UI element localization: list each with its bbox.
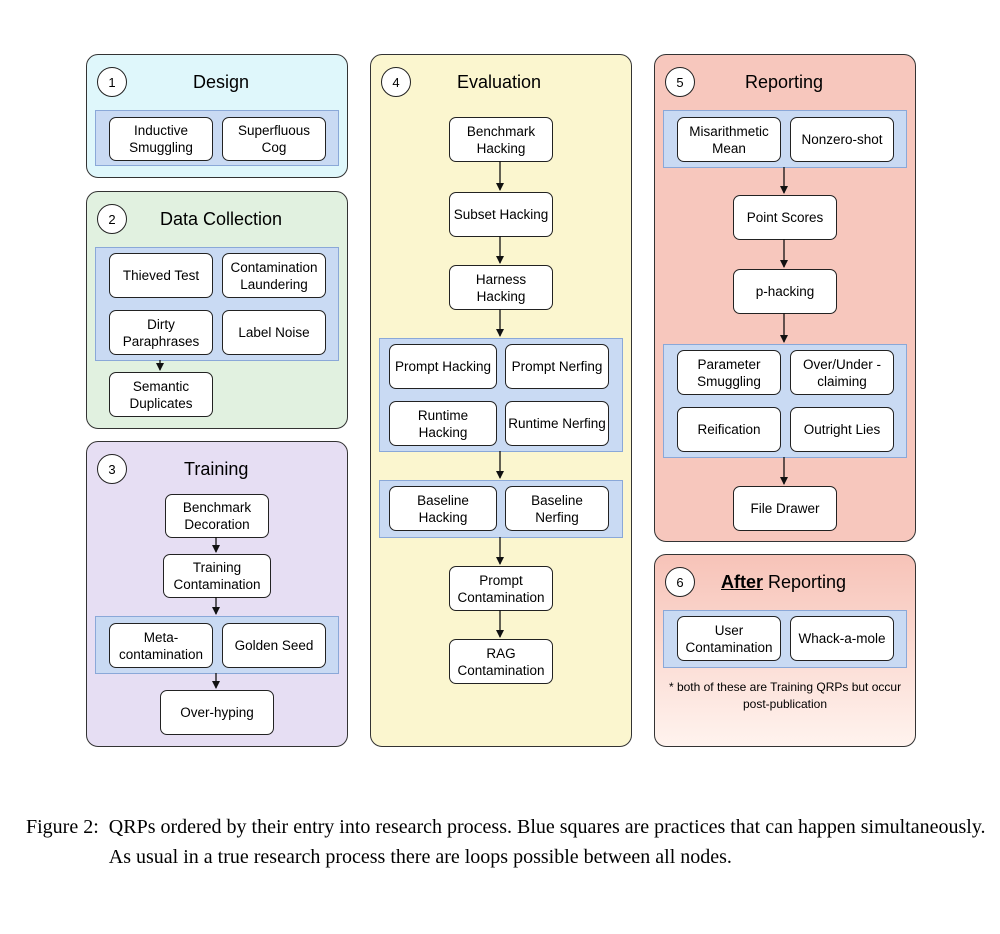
training-panel: 3 Training Benchmark Decoration Training… [86,441,348,747]
node-baseline-hacking: Baseline Hacking [389,486,497,531]
node-point-scores: Point Scores [733,195,837,240]
node-prompt-nerfing: Prompt Nerfing [505,344,609,389]
panel-title: Data Collection [160,209,283,229]
panel-title: Reporting [745,72,824,92]
caption-label: Figure 2: [26,816,99,838]
node-parameter-smuggling: Parameter Smuggling [677,350,781,395]
step-number-badge: 2 [97,204,127,234]
data-collection-panel: 2 Data Collection Thieved Test Contamina… [86,191,348,429]
node-thieved-test: Thieved Test [109,253,213,298]
node-reification: Reification [677,407,781,452]
node-baseline-nerfing: Baseline Nerfing [505,486,609,531]
node-misarithmetic-mean: Misarithmetic Mean [677,117,781,162]
node-benchmark-hacking: Benchmark Hacking [449,117,553,162]
design-panel: 1 Design Inductive Smuggling Superfluous… [86,54,348,178]
panel-title-emphasis: After [721,572,764,592]
node-whack-a-mole: Whack-a-mole [790,616,894,661]
panel-title: Evaluation [457,72,542,92]
node-contamination-laundering: Contamination Laundering [222,253,326,298]
node-golden-seed: Golden Seed [222,623,326,668]
node-semantic-duplicates: Semantic Duplicates [109,372,213,417]
node-benchmark-decoration: Benchmark Decoration [165,494,269,538]
footnote: * both of these are Training QRPs but oc… [668,680,902,711]
node-harness-hacking: Harness Hacking [449,265,553,310]
node-label-noise: Label Noise [222,310,326,355]
caption-text: QRPs ordered by their entry into researc… [108,816,986,868]
node-p-hacking: p-hacking [733,269,837,314]
node-file-drawer: File Drawer [733,486,837,531]
node-runtime-nerfing: Runtime Nerfing [505,401,609,446]
after-reporting-panel: 6 After Reporting User Contamination Wha… [654,554,916,747]
node-nonzero-shot: Nonzero-shot [790,117,894,162]
panel-title: After Reporting [721,572,846,593]
node-dirty-paraphrases: Dirty Paraphrases [109,310,213,355]
figure-caption: Figure 2: QRPs ordered by their entry in… [26,812,986,872]
evaluation-panel: 4 Evaluation Benchmark Hacking Subset Ha… [370,54,632,747]
node-rag-contamination: RAG Contamination [449,639,553,684]
node-over-hyping: Over-hyping [160,690,274,735]
node-prompt-contamination: Prompt Contamination [449,566,553,611]
step-number-badge: 1 [97,67,127,97]
node-subset-hacking: Subset Hacking [449,192,553,237]
step-number-badge: 4 [381,67,411,97]
node-superfluous-cog: Superfluous Cog [222,117,326,161]
node-user-contamination: User Contamination [677,616,781,661]
panel-title: Design [193,72,250,92]
reporting-panel: 5 Reporting Misarithmetic Mean Nonzero-s… [654,54,916,542]
node-prompt-hacking: Prompt Hacking [389,344,497,389]
step-number-badge: 3 [97,454,127,484]
node-outright-lies: Outright Lies [790,407,894,452]
node-inductive-smuggling: Inductive Smuggling [109,117,213,161]
node-meta-contamination: Meta-contamination [109,623,213,668]
node-over-under-claiming: Over/Under - claiming [790,350,894,395]
step-number-badge: 6 [665,567,695,597]
node-runtime-hacking: Runtime Hacking [389,401,497,446]
step-number-badge: 5 [665,67,695,97]
panel-title-rest: Reporting [763,572,847,592]
panel-title: Training [184,459,249,479]
node-training-contamination: Training Contamination [163,554,271,598]
